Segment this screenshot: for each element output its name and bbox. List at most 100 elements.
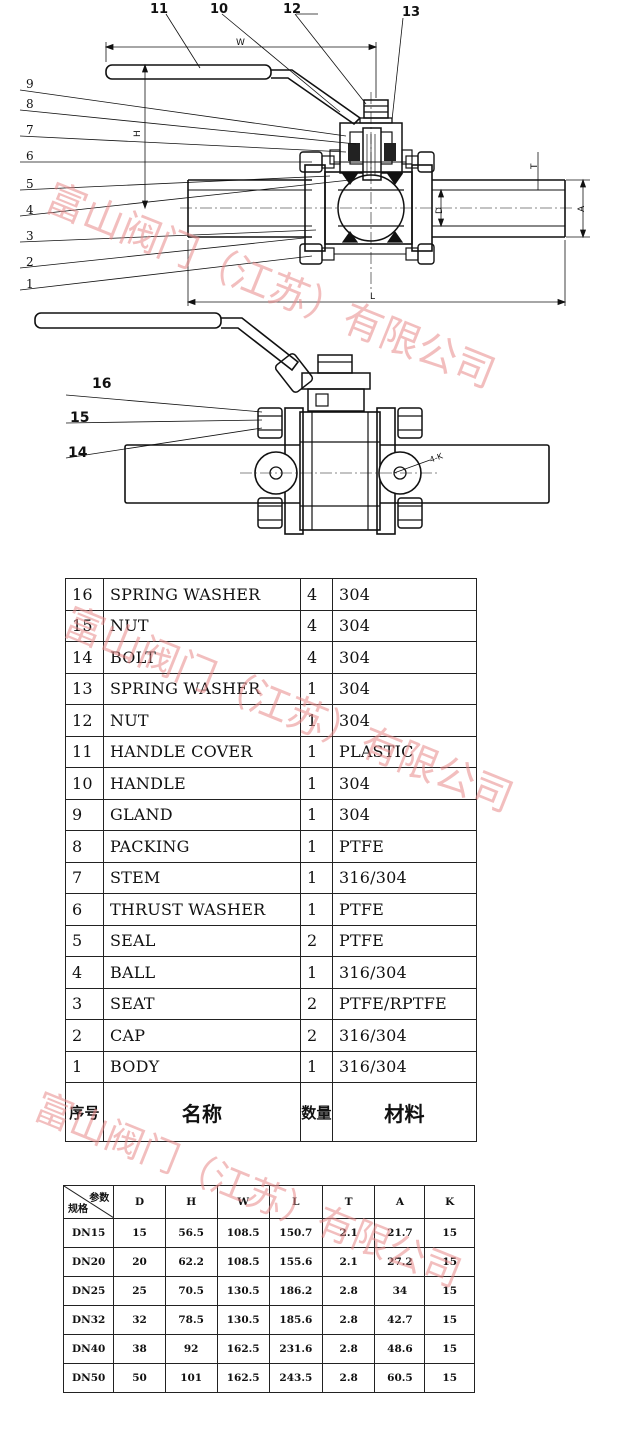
part-material: PTFE	[332, 893, 477, 926]
dim-value: 130.5	[216, 1276, 270, 1306]
part-qty: 1	[300, 672, 333, 705]
callouts-view1: 11 10 12 13	[150, 2, 420, 20]
callout-3: 3	[26, 229, 34, 243]
dimension-labels-view1: W H L T A D	[133, 38, 587, 302]
part-material: PLASTIC	[332, 735, 477, 768]
part-material: PTFE	[332, 830, 477, 863]
part-qty: 1	[300, 1050, 333, 1083]
col-header-a: A	[374, 1185, 426, 1219]
dim-value: 38	[113, 1334, 166, 1364]
part-qty: 4	[300, 609, 333, 642]
dim-value: 15	[424, 1218, 475, 1248]
dim-value: 50	[113, 1363, 166, 1393]
handle-cover-2	[34, 312, 222, 329]
dimensions-view1	[104, 42, 590, 306]
dim-value: 108.5	[216, 1247, 270, 1277]
parts-table-header: 序号 名称 数量 材料	[65, 1082, 477, 1142]
part-no: 1	[65, 1050, 104, 1083]
part-material: 304	[332, 641, 477, 674]
dim-value: 32	[113, 1305, 166, 1335]
dim-value: 108.5	[216, 1218, 270, 1248]
dim-value: 2.8	[321, 1363, 376, 1393]
dim-value: 15	[424, 1363, 475, 1393]
dim-l: L	[370, 292, 375, 302]
dim-value: 162.5	[216, 1363, 270, 1393]
callout-14: 14	[68, 445, 88, 461]
dim-value: 15	[424, 1276, 475, 1306]
part-material: 304	[332, 578, 477, 611]
callout-12: 12	[283, 2, 301, 17]
part-name: SEAT	[103, 987, 301, 1020]
part-material: 316/304	[332, 1019, 477, 1052]
part-name: SEAL	[103, 924, 301, 957]
part-no: 8	[65, 830, 104, 863]
dim-value: 21.7	[374, 1218, 426, 1248]
callout-8: 8	[26, 97, 34, 111]
corner-specs: 规格	[68, 1204, 88, 1215]
dim-value: 25	[113, 1276, 166, 1306]
dim-size: DN50	[62, 1363, 115, 1393]
part-name: CAP	[103, 1019, 301, 1052]
dim-value: 48.6	[374, 1334, 426, 1364]
part-material: 316/304	[332, 1050, 477, 1083]
dim-value: 162.5	[216, 1334, 270, 1364]
dim-value: 20	[113, 1247, 166, 1277]
part-no: 6	[65, 893, 104, 926]
dim-value: 101	[164, 1363, 218, 1393]
top-nut	[363, 99, 389, 119]
dim-value: 62.2	[164, 1247, 218, 1277]
part-name: THRUST WASHER	[103, 893, 301, 926]
dim-value: 15	[424, 1334, 475, 1364]
part-no: 16	[65, 578, 104, 611]
callouts-left: 9 8 7 6 5 4 3 2 1	[26, 77, 34, 291]
part-name: BALL	[103, 956, 301, 989]
part-no: 12	[65, 704, 104, 737]
col-header-k: K	[424, 1185, 475, 1219]
body-2	[299, 411, 381, 531]
dim-value: 34	[374, 1276, 426, 1306]
dim-value: 2.1	[321, 1247, 376, 1277]
header-qty: 数量	[300, 1082, 333, 1142]
part-material: PTFE	[332, 924, 477, 957]
corner-cell: 参数 规格	[62, 1185, 115, 1219]
part-material: 304	[332, 798, 477, 831]
col-header-h: H	[164, 1185, 218, 1219]
exterior-view: 4-K	[34, 312, 550, 535]
part-name: GLAND	[103, 798, 301, 831]
col-header-t: T	[321, 1185, 376, 1219]
leaders-view1	[19, 13, 404, 291]
part-qty: 1	[300, 830, 333, 863]
part-name: NUT	[103, 609, 301, 642]
header-name: 名称	[103, 1082, 301, 1142]
dim-size: DN32	[62, 1305, 115, 1335]
callout-15: 15	[70, 410, 89, 426]
col-header-l: L	[268, 1185, 323, 1219]
dim-h: H	[133, 130, 143, 137]
part-name: SPRING WASHER	[103, 672, 301, 705]
dim-value: 150.7	[268, 1218, 323, 1248]
part-qty: 1	[300, 735, 333, 768]
part-name: PACKING	[103, 830, 301, 863]
dim-value: 2.8	[321, 1305, 376, 1335]
part-material: 316/304	[332, 861, 477, 894]
callout-16: 16	[92, 376, 111, 392]
dim-value: 2.8	[321, 1334, 376, 1364]
dim-size: DN20	[62, 1247, 115, 1277]
seat-top-right	[386, 173, 404, 186]
col-header-d: D	[113, 1185, 166, 1219]
stem	[362, 127, 382, 181]
callout-7: 7	[26, 123, 34, 137]
part-name: SPRING WASHER	[103, 578, 301, 611]
